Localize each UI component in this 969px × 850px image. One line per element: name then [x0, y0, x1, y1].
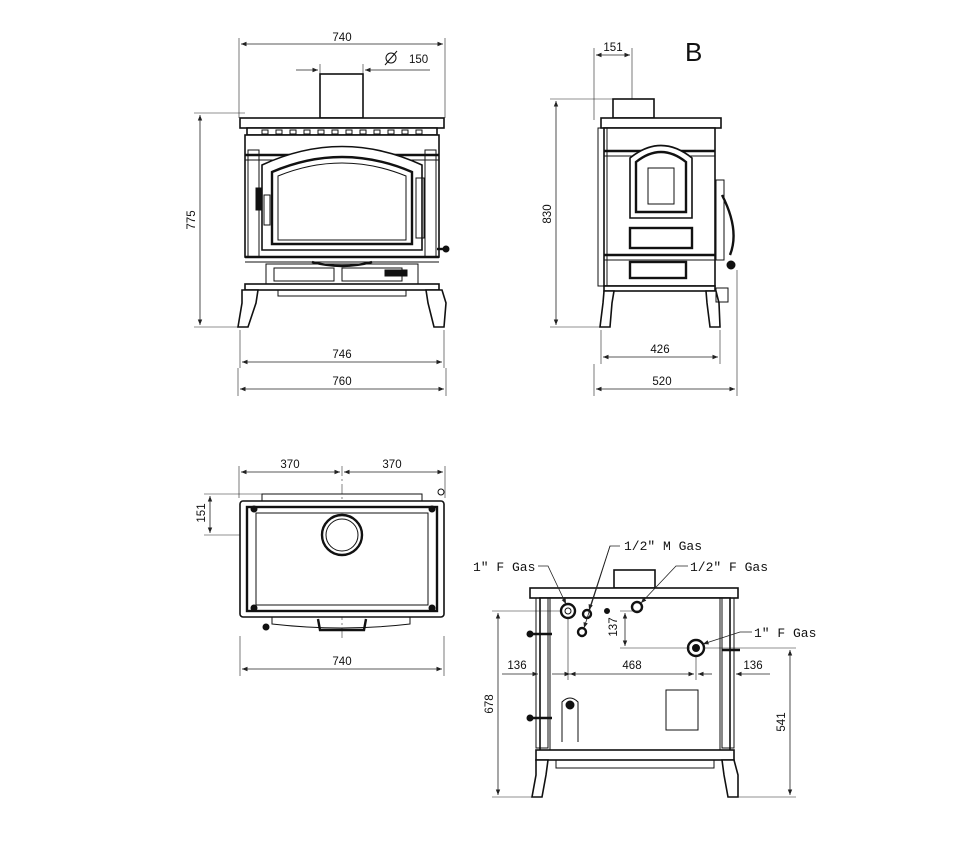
rear-dim-horizontal: 136 468 136 — [502, 618, 770, 680]
rear-dim-left-height: 678 — [484, 610, 560, 798]
front-dim-height: 775 — [186, 112, 245, 328]
side-dim-overall-depth-label: 520 — [652, 376, 671, 388]
diameter-symbol-icon — [385, 52, 397, 64]
side-dim-feet-depth-label: 426 — [650, 344, 669, 356]
rear-connection-labels: 1" F Gas 1/2" M Gas 1/2" F Gas 1" F Gas — [473, 539, 816, 645]
top-view: 370 370 151 — [196, 459, 446, 676]
front-flue-collar — [319, 73, 364, 119]
top-dim-width: 740 — [239, 636, 445, 676]
side-dim-flue-offset-label: 151 — [603, 42, 622, 54]
rear-dim-connection-offset: 137 — [608, 610, 690, 649]
rear-label-1in-left: 1" F Gas — [473, 560, 535, 575]
front-dim-overall-width: 760 — [237, 368, 447, 396]
rear-view: 1" F Gas 1/2" M Gas 1/2" F Gas 1" F Gas … — [473, 539, 816, 798]
top-dim-flue-offset-label: 151 — [196, 503, 208, 522]
rear-dim-connection-offset-label: 137 — [608, 617, 620, 636]
front-dim-top-width-label: 740 — [332, 32, 351, 44]
rear-label-half-f: 1/2" F Gas — [690, 560, 768, 575]
rear-gas-half-m-icon — [576, 626, 588, 638]
front-dim-height-label: 775 — [186, 210, 198, 229]
front-view: 740 150 775 — [186, 32, 450, 396]
top-dim-left-half-label: 370 — [280, 459, 299, 471]
rear-label-half-m: 1/2" M Gas — [624, 539, 702, 554]
top-flue-outlet-icon — [320, 513, 364, 557]
side-dim-overall-depth: 520 — [593, 270, 738, 396]
front-dim-body-width-label: 746 — [332, 349, 351, 361]
front-dim-overall-width-label: 760 — [332, 376, 351, 388]
rear-stove-body — [526, 569, 740, 798]
rear-gas-half-f-icon — [630, 600, 644, 614]
front-dim-top-width: 740 — [238, 32, 446, 118]
side-dim-flue-offset: 151 — [593, 42, 633, 120]
rear-dim-conn-spacing-label: 468 — [622, 660, 641, 672]
rear-plate — [665, 689, 699, 731]
top-dim-halves: 370 370 — [238, 459, 446, 498]
front-dim-flue-diameter-label: 150 — [409, 54, 428, 66]
rear-dim-right-height-label: 541 — [776, 712, 788, 731]
top-dim-width-label: 740 — [332, 656, 351, 668]
view-label-b: B — [685, 37, 702, 67]
rear-dim-left-height-label: 678 — [484, 694, 496, 713]
front-stove-body — [237, 117, 450, 328]
rear-dim-right-height: 541 — [704, 647, 796, 798]
top-stove-body — [239, 488, 445, 632]
side-dim-height: 830 — [542, 98, 613, 328]
side-dim-feet-depth: 426 — [600, 330, 721, 364]
side-stove-body — [597, 98, 736, 328]
rear-dim-left-offset-label: 136 — [507, 660, 526, 672]
rear-label-1in-right: 1" F Gas — [754, 626, 816, 641]
top-dim-right-half-label: 370 — [382, 459, 401, 471]
side-dim-height-label: 830 — [542, 204, 554, 223]
front-dim-body-width: 746 — [239, 330, 445, 368]
rear-dim-right-offset-label: 136 — [743, 660, 762, 672]
side-view: B 151 830 — [542, 37, 738, 396]
